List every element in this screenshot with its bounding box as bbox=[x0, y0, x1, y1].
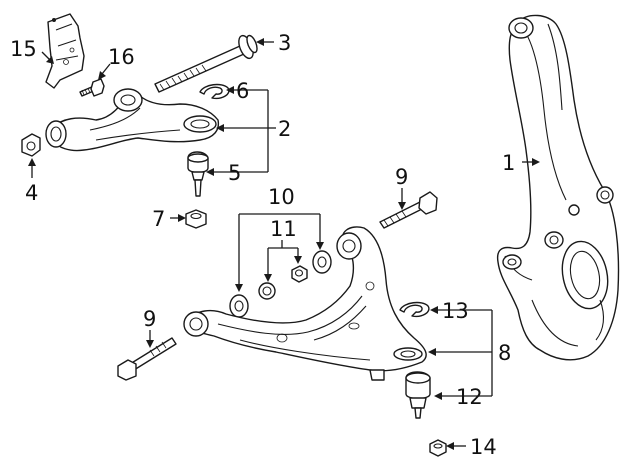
upper-control-arm bbox=[45, 88, 220, 152]
callout-11: 11 bbox=[270, 217, 297, 241]
callout-9-upper: 9 bbox=[395, 165, 408, 189]
steering-knuckle bbox=[496, 14, 620, 361]
upper-ball-joint bbox=[187, 151, 209, 197]
lower-arm-bolt-left bbox=[117, 337, 177, 381]
lower-arm-bushing-left bbox=[229, 294, 249, 318]
callout-2: 2 bbox=[278, 117, 291, 141]
callout-8: 8 bbox=[498, 341, 511, 365]
callout-10: 10 bbox=[268, 185, 295, 209]
lower-arm-bushing-right bbox=[312, 250, 332, 274]
lower-ball-joint-nut bbox=[429, 439, 447, 457]
callout-15: 15 bbox=[10, 37, 37, 61]
callout-7: 7 bbox=[152, 207, 165, 231]
callout-4: 4 bbox=[25, 181, 38, 205]
lower-control-arm bbox=[183, 226, 427, 381]
callout-labels: 1 2 3 4 5 6 7 8 9 9 10 11 12 13 14 15 16 bbox=[10, 31, 515, 459]
callout-16: 16 bbox=[108, 45, 135, 69]
callout-13: 13 bbox=[442, 299, 469, 323]
callout-12: 12 bbox=[456, 385, 483, 409]
upper-ball-joint-nut bbox=[185, 209, 207, 229]
lower-arm-small-bushing-left bbox=[258, 282, 276, 300]
callout-6: 6 bbox=[236, 79, 249, 103]
lower-arm-bolt-right bbox=[379, 191, 438, 229]
upper-arm-bolt bbox=[154, 34, 258, 93]
leader-lines bbox=[28, 38, 540, 450]
lower-arm-small-bushing-right bbox=[291, 265, 308, 283]
callout-5: 5 bbox=[228, 161, 241, 185]
callout-1: 1 bbox=[502, 151, 515, 175]
callout-3: 3 bbox=[278, 31, 291, 55]
upper-arm-nut bbox=[21, 133, 41, 157]
callout-14: 14 bbox=[470, 435, 497, 459]
callout-9-lower: 9 bbox=[143, 307, 156, 331]
lower-ball-joint bbox=[405, 371, 431, 419]
lower-retaining-clip bbox=[399, 301, 430, 318]
bracket-shield bbox=[45, 13, 85, 89]
upper-retaining-clip bbox=[199, 83, 230, 100]
bracket-bolt bbox=[79, 78, 105, 97]
